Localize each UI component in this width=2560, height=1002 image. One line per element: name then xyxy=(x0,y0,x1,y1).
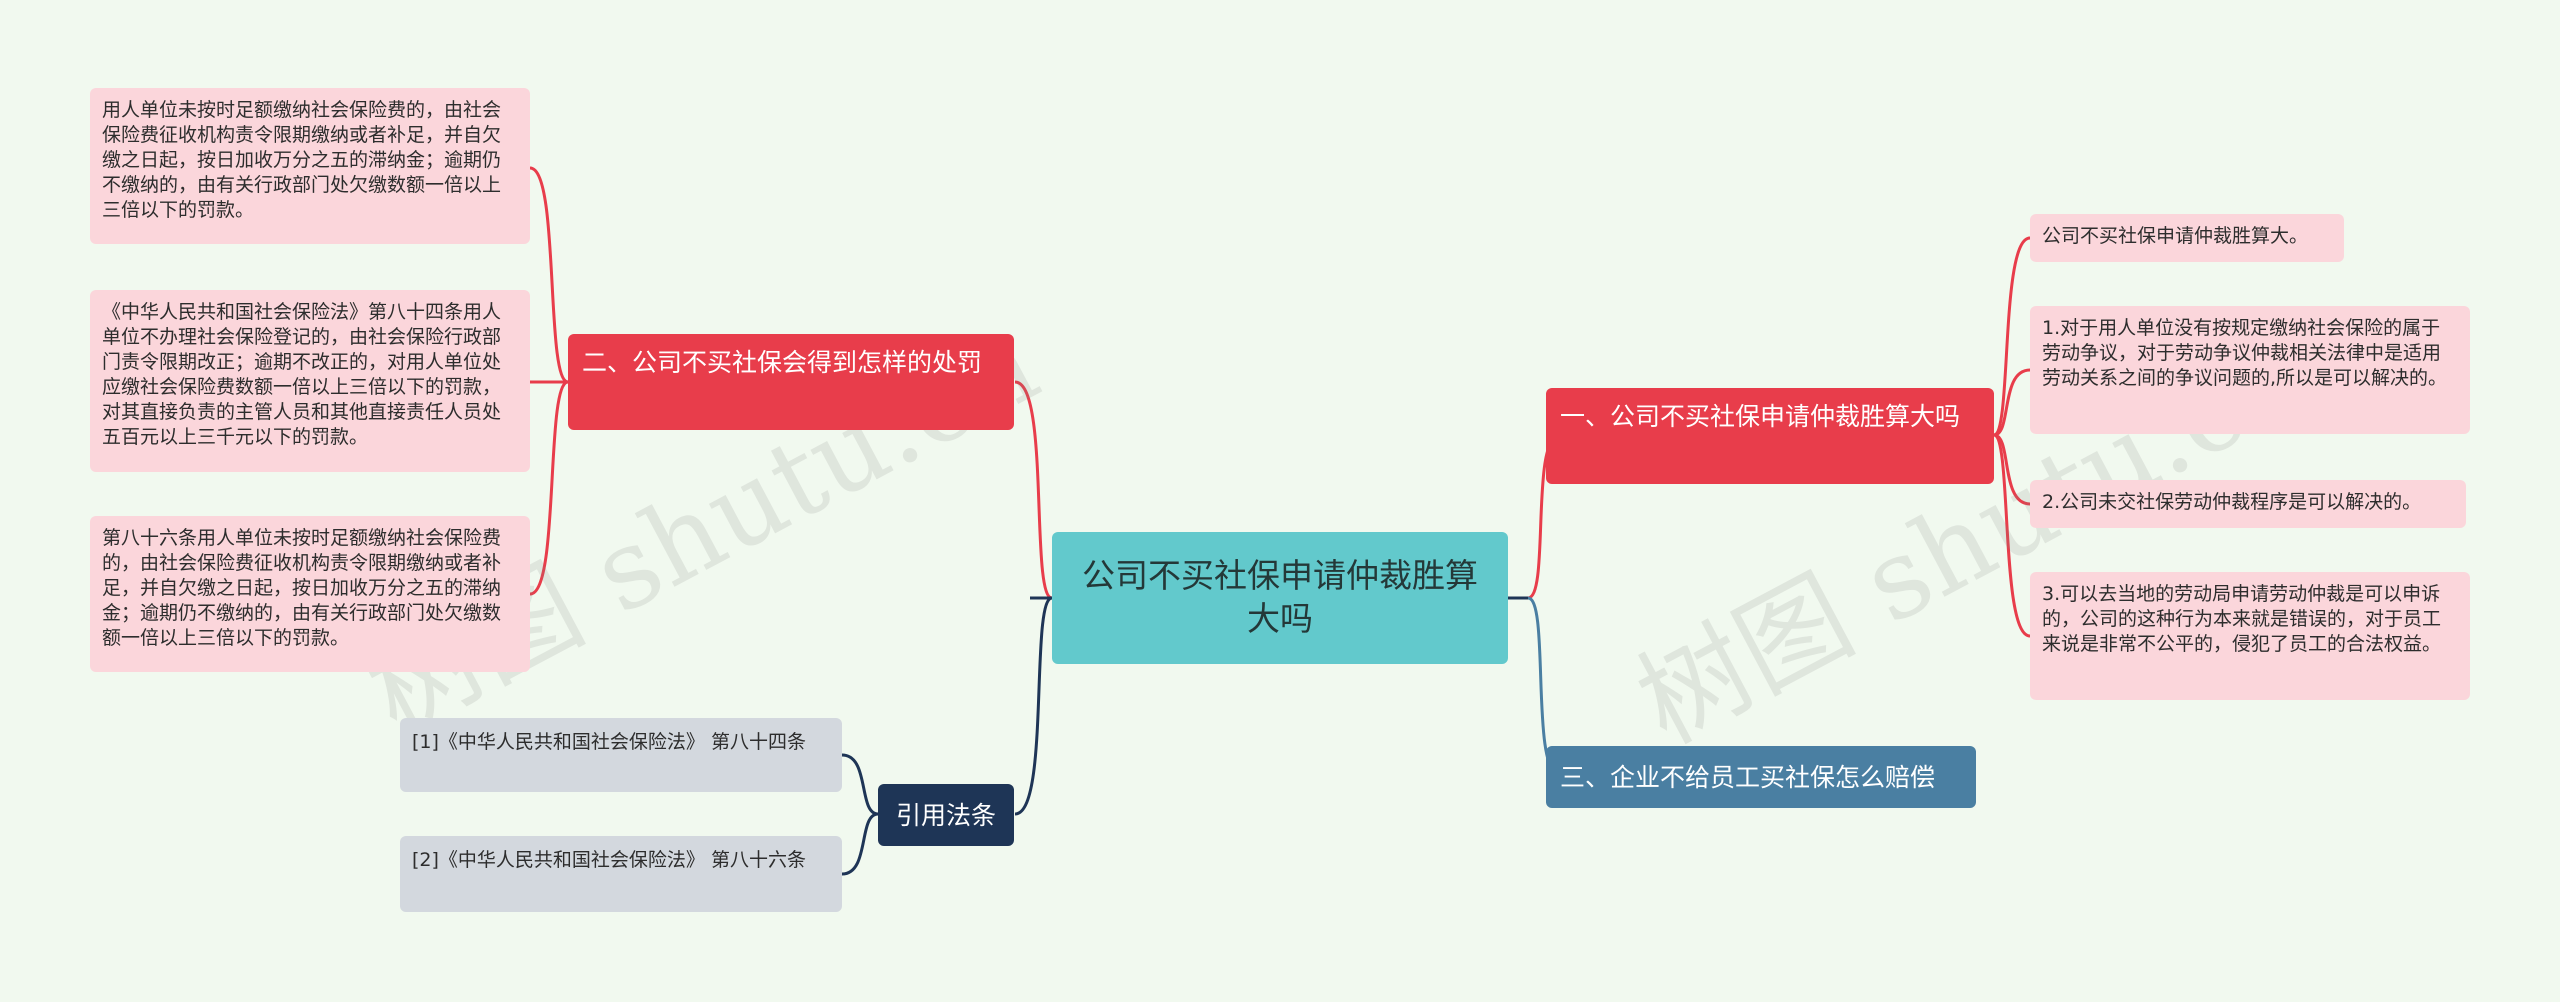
root-topic[interactable]: 公司不买社保申请仲裁胜算大吗 xyxy=(1052,532,1508,664)
leaf-arbitration-3[interactable]: 2.公司未交社保劳动仲裁程序是可以解决的。 xyxy=(2030,480,2466,528)
leaf-text: 用人单位未按时足额缴纳社会保险费的，由社会保险费征收机构责令限期缴纳或者补足，并… xyxy=(102,99,502,222)
leaf-penalty-3[interactable]: 第八十六条用人单位未按时足额缴纳社会保险费的，由社会保险费征收机构责令限期缴纳或… xyxy=(90,516,530,672)
branch-cited-laws[interactable]: 引用法条 xyxy=(878,784,1014,846)
leaf-text: [1]《中华人民共和国社会保险法》 第八十四条 xyxy=(412,731,806,753)
leaf-law-84[interactable]: [1]《中华人民共和国社会保险法》 第八十四条 xyxy=(400,718,842,792)
branch-compensation-label: 三、企业不给员工买社保怎么赔偿 xyxy=(1560,762,1936,792)
link-b1-leaf3 xyxy=(1993,433,2031,506)
link-b4-leaf1 xyxy=(841,753,879,816)
leaf-text: 1.对于用人单位没有按规定缴纳社会保险的属于劳动争议，对于劳动争议仲裁相关法律中… xyxy=(2042,317,2448,390)
branch-cited-laws-label: 引用法条 xyxy=(895,800,996,830)
leaf-text: 《中华人民共和国社会保险法》第八十四条用人单位不办理社会保险登记的，由社会保险行… xyxy=(102,301,502,449)
leaf-text: 3.可以去当地的劳动局申请劳动仲裁是可以申诉的，公司的这种行为本来就是错误的，对… xyxy=(2042,583,2442,656)
leaf-text: [2]《中华人民共和国社会保险法》 第八十六条 xyxy=(412,849,806,871)
leaf-law-86[interactable]: [2]《中华人民共和国社会保险法》 第八十六条 xyxy=(400,836,842,912)
branch-arbitration-odds-label: 一、公司不买社保申请仲裁胜算大吗 xyxy=(1560,402,1961,431)
leaf-arbitration-4[interactable]: 3.可以去当地的劳动局申请劳动仲裁是可以申诉的，公司的这种行为本来就是错误的，对… xyxy=(2030,572,2470,700)
link-root-b4 xyxy=(1014,596,1053,816)
link-b2-leaf3 xyxy=(529,380,569,596)
leaf-arbitration-2[interactable]: 1.对于用人单位没有按规定缴纳社会保险的属于劳动争议，对于劳动争议仲裁相关法律中… xyxy=(2030,306,2470,434)
leaf-text: 公司不买社保申请仲裁胜算大。 xyxy=(2042,225,2309,247)
link-root-b2 xyxy=(1014,380,1053,600)
leaf-arbitration-1[interactable]: 公司不买社保申请仲裁胜算大。 xyxy=(2030,214,2344,262)
branch-arbitration-odds[interactable]: 一、公司不买社保申请仲裁胜算大吗 xyxy=(1546,388,1994,484)
link-b1-leaf2 xyxy=(1993,368,2031,437)
branch-compensation[interactable]: 三、企业不给员工买社保怎么赔偿 xyxy=(1546,746,1976,808)
leaf-penalty-1[interactable]: 用人单位未按时足额缴纳社会保险费的，由社会保险费征收机构责令限期缴纳或者补足，并… xyxy=(90,88,530,244)
link-b2-leaf1 xyxy=(529,166,569,384)
branch-penalty-label: 二、公司不买社保会得到怎样的处罚 xyxy=(582,348,983,377)
branch-penalty[interactable]: 二、公司不买社保会得到怎样的处罚 xyxy=(568,334,1014,430)
leaf-text: 2.公司未交社保劳动仲裁程序是可以解决的。 xyxy=(2042,491,2422,513)
link-b1-leaf4 xyxy=(1993,433,2031,638)
link-b1-leaf1 xyxy=(1993,236,2031,437)
root-topic-label: 公司不买社保申请仲裁胜算大吗 xyxy=(1082,556,1478,638)
leaf-penalty-2[interactable]: 《中华人民共和国社会保险法》第八十四条用人单位不办理社会保险登记的，由社会保险行… xyxy=(90,290,530,472)
leaf-text: 第八十六条用人单位未按时足额缴纳社会保险费的，由社会保险费征收机构责令限期缴纳或… xyxy=(102,527,502,650)
link-b4-leaf2 xyxy=(841,812,879,876)
